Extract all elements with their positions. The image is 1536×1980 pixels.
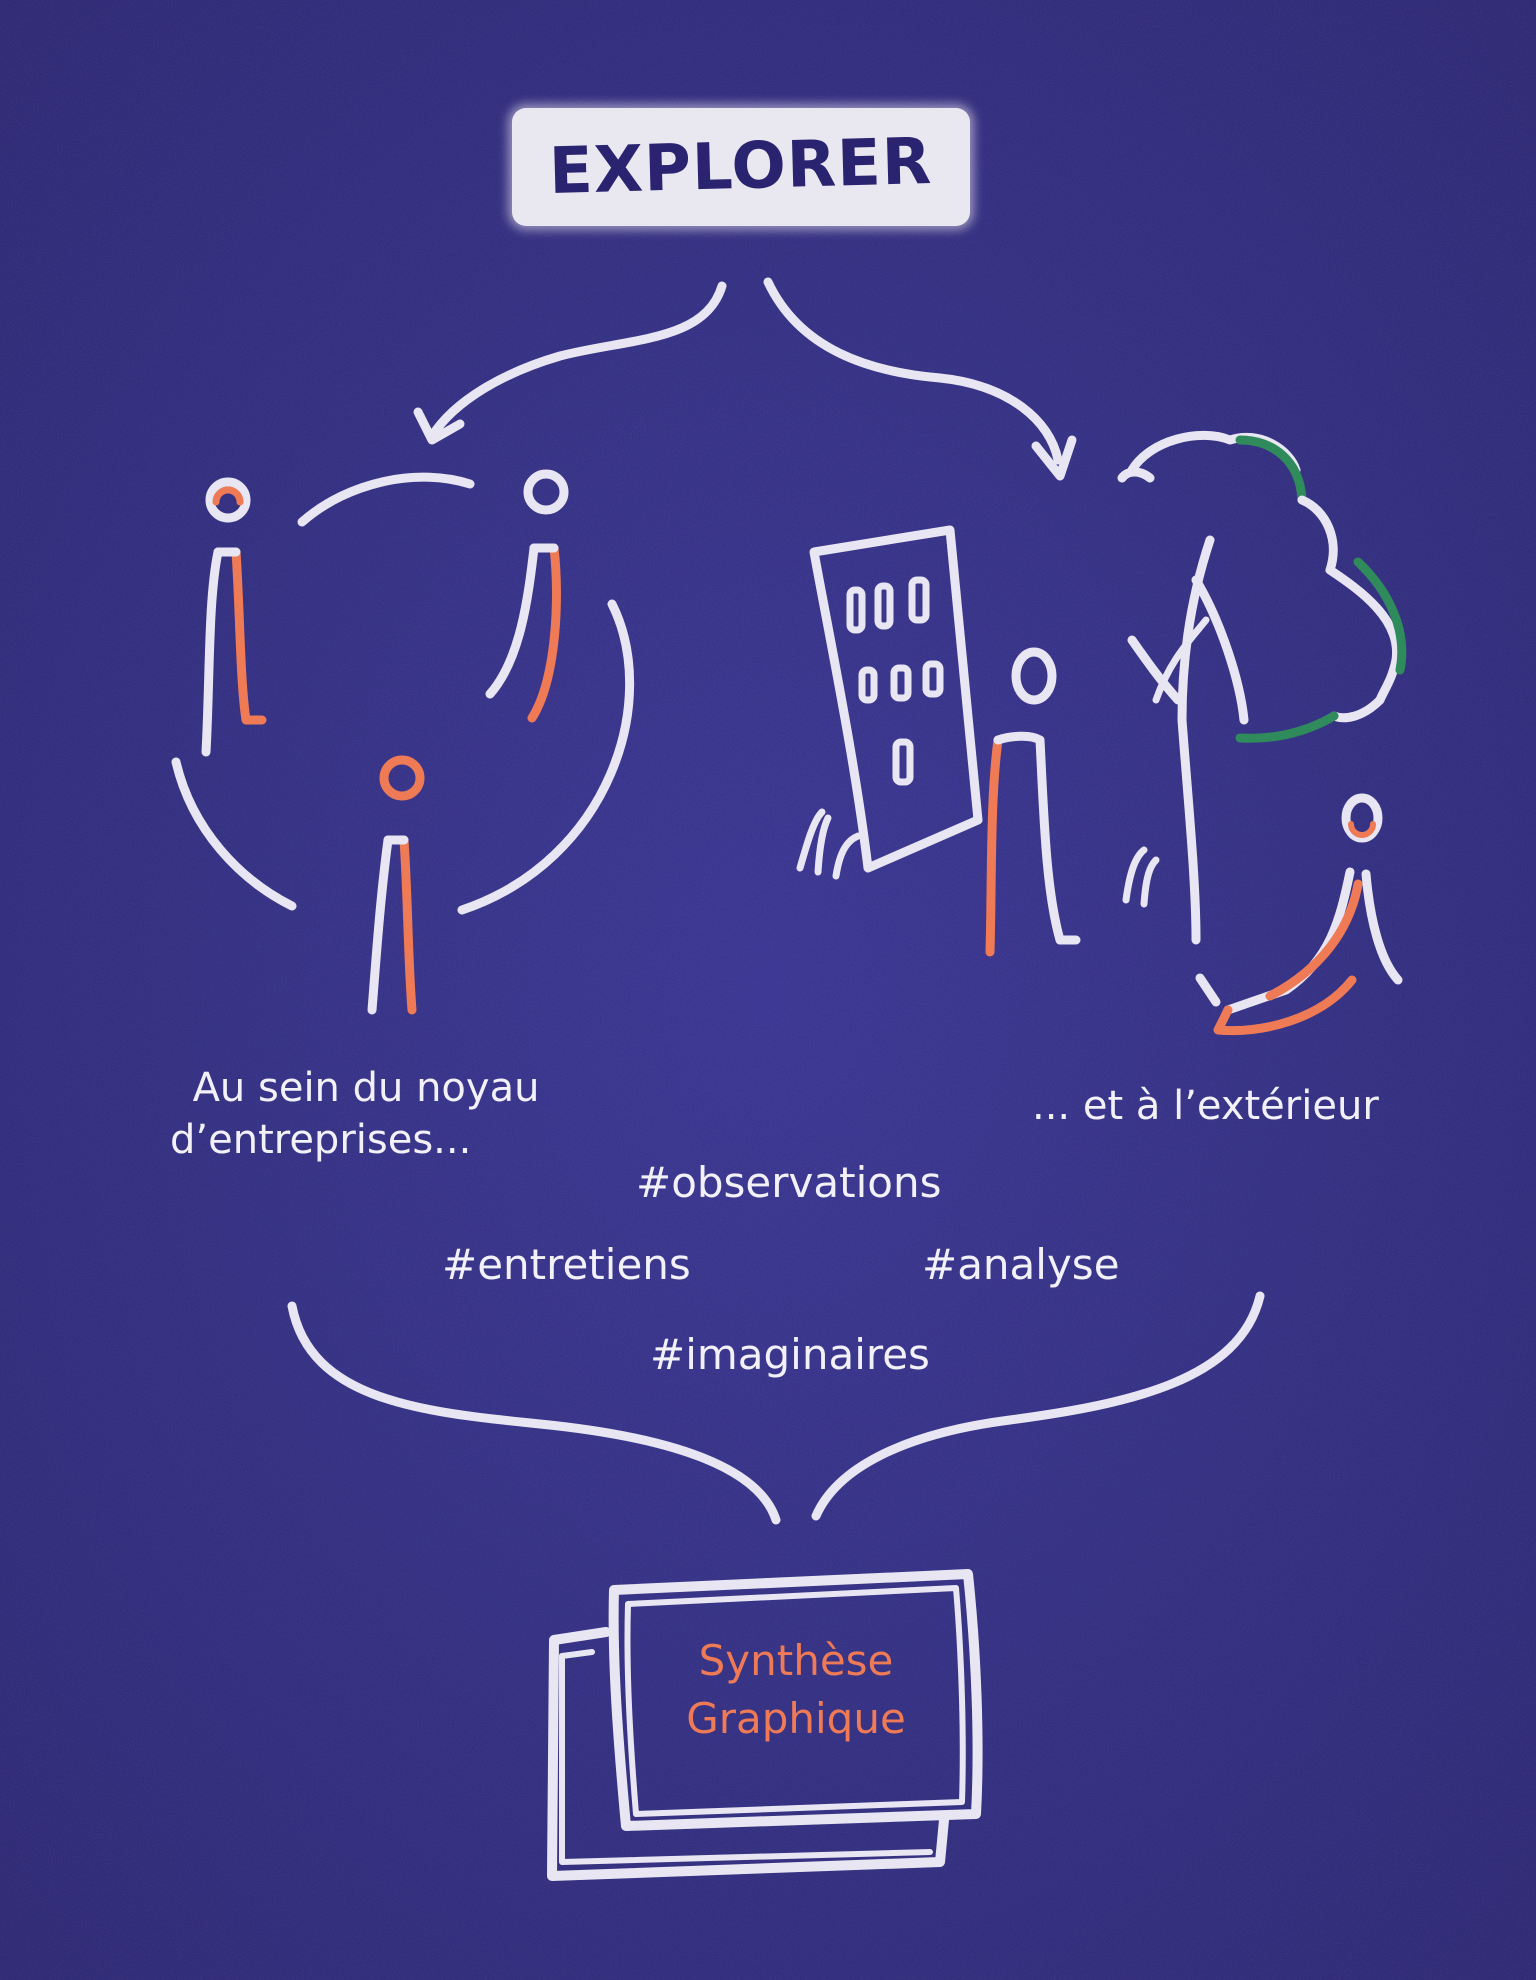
inside-companies-label: Au sein du noyau d’entreprises...	[170, 1062, 562, 1166]
split-arrows	[413, 277, 1077, 481]
hashtag-analyse: #analyse	[922, 1240, 1120, 1289]
frame-front	[608, 1569, 983, 1831]
frame-back-inner	[559, 1649, 933, 1865]
synthesis-line-2: Graphique	[686, 1694, 906, 1743]
inside-label-line-2: d’entreprises...	[170, 1117, 472, 1163]
hashtag-entretiens: #entretiens	[442, 1240, 691, 1289]
building-windows	[846, 576, 944, 786]
circle-arc-left	[171, 757, 297, 911]
building-icon	[809, 525, 983, 873]
circle-arc-right	[457, 599, 635, 915]
outside-illustration	[796, 430, 1407, 1036]
arrow-left	[427, 281, 727, 441]
person-icon-4	[985, 647, 1081, 957]
arrowhead-right	[1031, 435, 1077, 481]
arrowhead-left	[413, 407, 465, 445]
arrow-right	[763, 277, 1063, 465]
hashtag-imaginaires: #imaginaires	[650, 1330, 930, 1379]
brace-left	[287, 1301, 781, 1525]
inside-label-line-1: Au sein du noyau	[192, 1065, 540, 1111]
title-box: EXPLORER	[512, 108, 970, 226]
person-icon-2	[485, 469, 569, 723]
merge-brace	[287, 1291, 1265, 1525]
synthesis-line-1: Synthèse	[698, 1636, 894, 1685]
outside-label: ... et à l’extérieur	[1032, 1083, 1379, 1129]
circle-arc-top	[297, 472, 475, 527]
frame-back	[547, 1627, 949, 1881]
hashtag-observations: #observations	[636, 1158, 942, 1207]
synthesis-label: Synthèse Graphique	[640, 1632, 952, 1748]
tree-icon	[1117, 430, 1407, 945]
person-icon-1	[201, 477, 267, 757]
frame-front-inner	[624, 1585, 966, 1817]
grass-icon	[796, 808, 862, 880]
synthesis-frames	[547, 1569, 983, 1881]
brace-right	[811, 1291, 1265, 1521]
person-icon-5	[1195, 793, 1403, 1036]
person-icon-3	[367, 755, 425, 1015]
team-group-illustration	[171, 469, 635, 1015]
